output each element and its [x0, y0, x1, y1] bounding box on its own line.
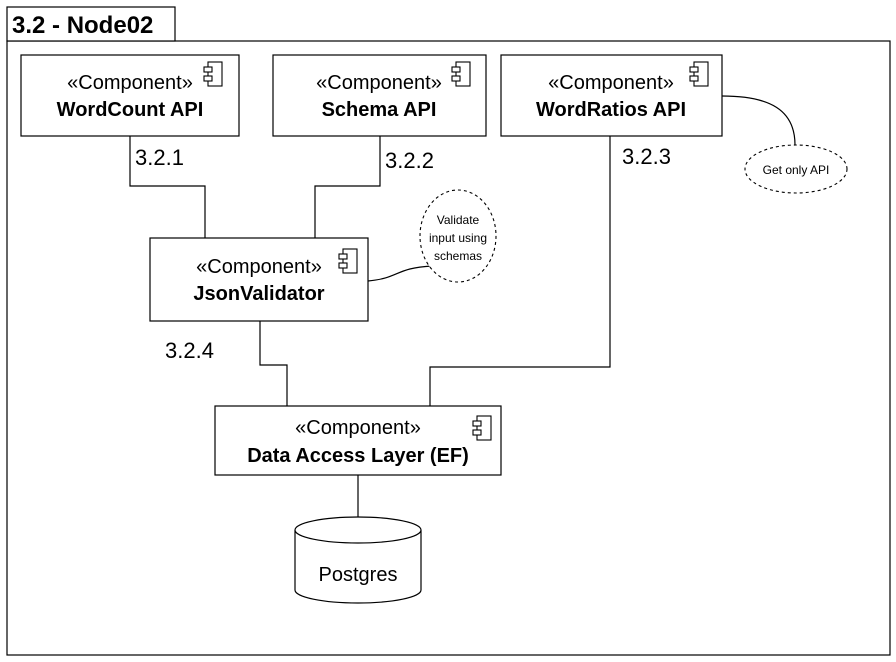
note-line: Get only API — [763, 163, 830, 177]
component-icon — [451, 61, 471, 87]
connector-jsonvalidator-dal — [259, 321, 288, 406]
connector-wordcount-jsonvalidator — [129, 136, 206, 238]
component-name: Data Access Layer (EF) — [247, 445, 469, 467]
component-icon — [338, 248, 358, 274]
note-line: schemas — [434, 249, 482, 263]
connection-label-3-2-3: 3.2.3 — [622, 144, 671, 169]
connector-wordratios-dal — [429, 136, 611, 406]
component-name: JsonValidator — [193, 283, 324, 305]
component-icon — [472, 415, 492, 441]
note-line: input using — [429, 231, 487, 245]
note-connector-getonly — [721, 95, 796, 146]
component-jsonvalidator[interactable]: «Component» JsonValidator — [149, 237, 369, 322]
component-wordratios-api[interactable]: «Component» WordRatios API — [500, 54, 723, 137]
component-name: WordCount API — [57, 99, 204, 121]
component-stereotype: «Component» — [196, 256, 322, 278]
connector-schema-jsonvalidator — [314, 136, 381, 238]
component-schema-api[interactable]: «Component» Schema API — [272, 54, 487, 137]
component-stereotype: «Component» — [548, 72, 674, 94]
title-tab — [6, 6, 176, 42]
component-stereotype: «Component» — [316, 72, 442, 94]
diagram-title: 3.2 - Node02 — [12, 12, 153, 39]
component-name: WordRatios API — [536, 99, 686, 121]
component-icon — [689, 61, 709, 87]
component-name: Schema API — [322, 99, 437, 121]
node-frame — [6, 40, 891, 656]
connection-label-3-2-4: 3.2.4 — [165, 338, 214, 363]
database-postgres[interactable]: Postgres — [294, 516, 422, 604]
note-get-only-api: Get only API — [744, 144, 848, 194]
component-icon — [203, 61, 223, 87]
note-validate-input: Validate input using schemas — [419, 189, 497, 283]
component-wordcount-api[interactable]: «Component» WordCount API — [20, 54, 240, 137]
component-stereotype: «Component» — [67, 72, 193, 94]
note-line: Validate — [437, 213, 480, 227]
component-stereotype: «Component» — [295, 417, 421, 439]
component-data-access-layer[interactable]: «Component» Data Access Layer (EF) — [214, 405, 502, 476]
connection-label-3-2-2: 3.2.2 — [385, 148, 434, 173]
connection-label-3-2-1: 3.2.1 — [135, 145, 184, 170]
database-label: Postgres — [319, 564, 398, 586]
note-connector-validate — [367, 265, 433, 282]
